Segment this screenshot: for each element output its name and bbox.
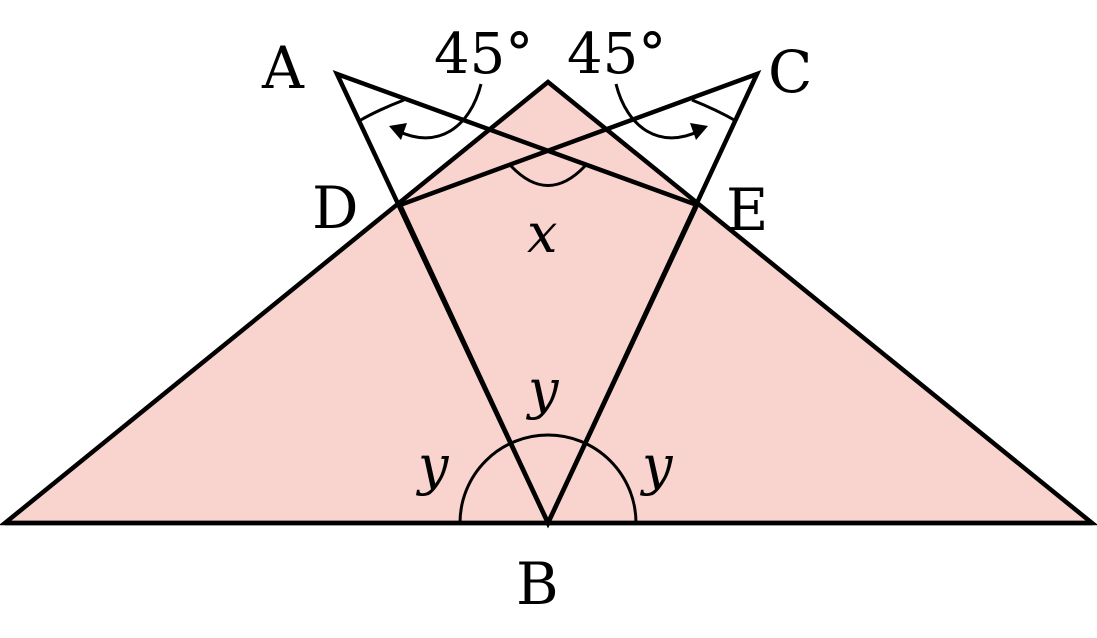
- angle-label-x: x: [527, 202, 557, 265]
- angle-label-y-left: y: [416, 434, 450, 497]
- angle-label-y-middle: y: [526, 358, 560, 421]
- angle-label-y-right: y: [640, 434, 674, 497]
- angle-arc-x: [509, 164, 587, 187]
- point-label-a: A: [261, 34, 305, 102]
- angle-arc-y: [458, 433, 638, 524]
- angle-label-right: 45°: [567, 22, 666, 87]
- angle-label-left: 45°: [434, 22, 533, 87]
- arrowhead-left: [389, 123, 407, 140]
- angle-arc-c: [691, 98, 737, 123]
- point-label-e: E: [726, 176, 768, 244]
- point-label-b: B: [516, 550, 559, 618]
- point-label-c: C: [768, 38, 812, 106]
- arrow-curve-left: [397, 83, 483, 140]
- arrowhead-right: [690, 123, 708, 140]
- arrow-curve-right: [614, 83, 700, 140]
- point-label-d: D: [312, 174, 359, 242]
- triangle-cbd: [396, 70, 762, 529]
- angle-arc-a: [358, 98, 405, 123]
